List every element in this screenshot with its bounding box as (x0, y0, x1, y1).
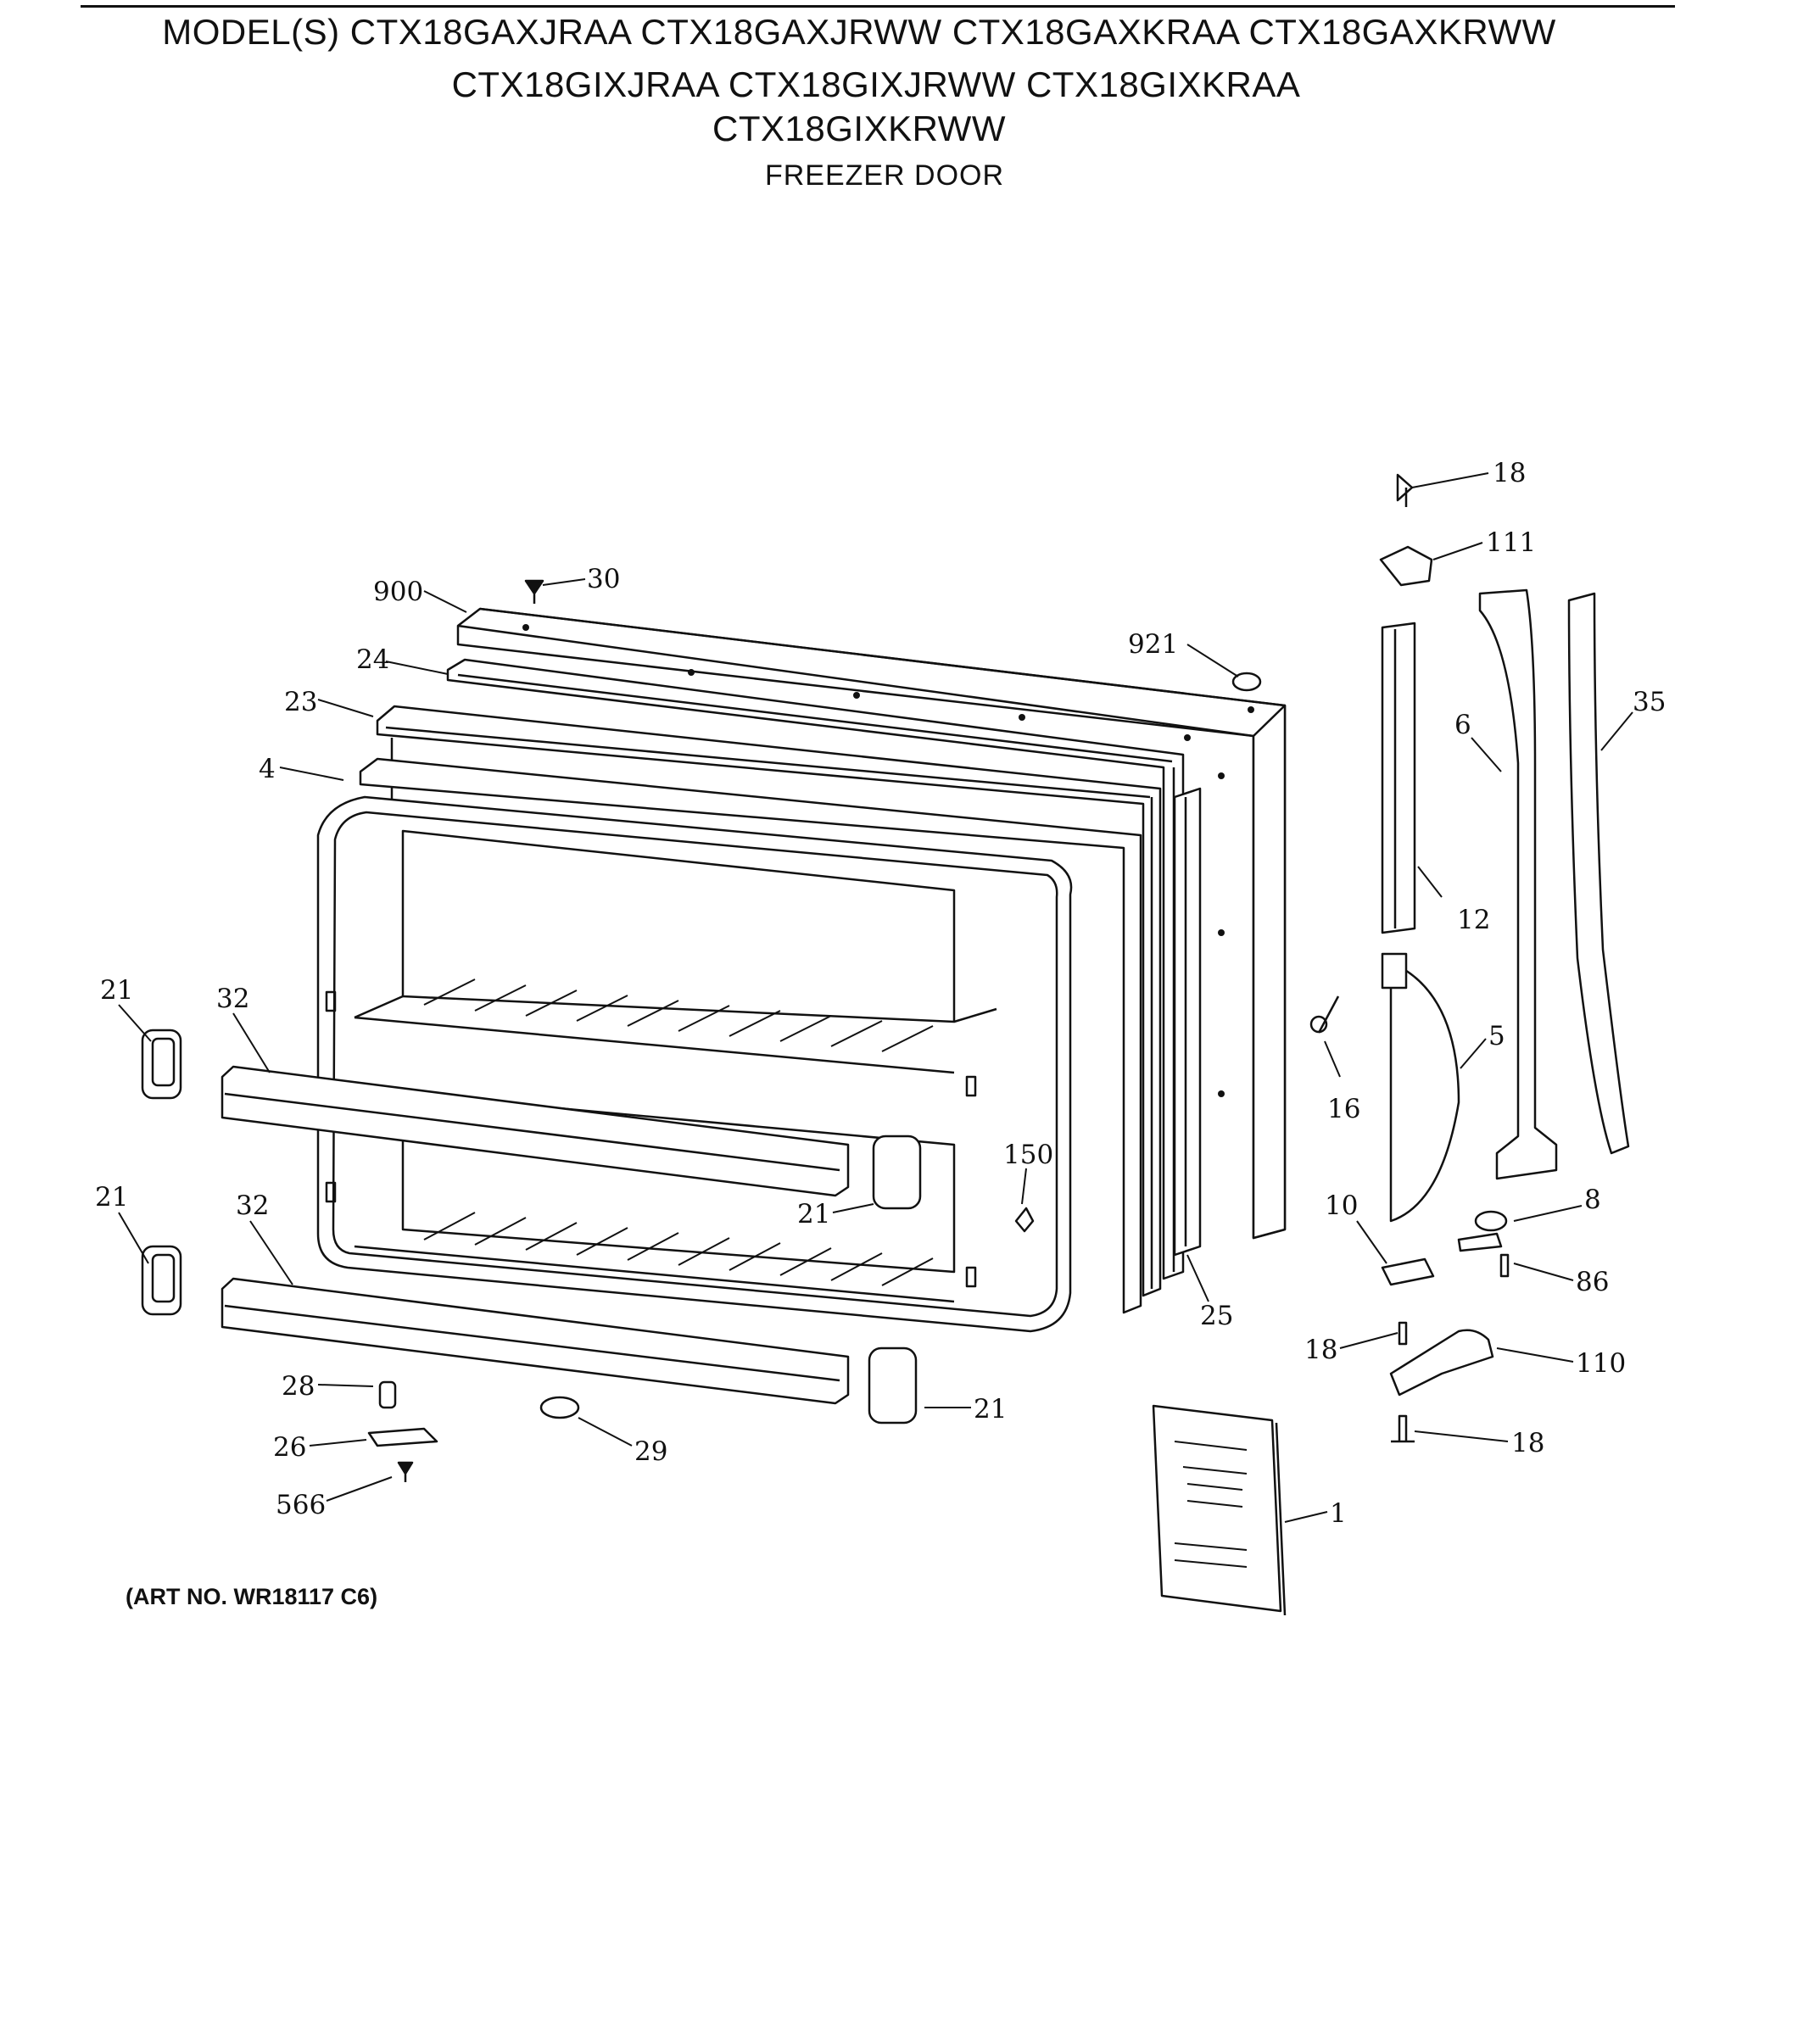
callout-1: 1 (1330, 1498, 1347, 1529)
callout-566: 566 (276, 1490, 326, 1520)
callout-5: 5 (1488, 1021, 1505, 1051)
callout-12: 12 (1457, 905, 1490, 935)
callout-18: 18 (1493, 458, 1526, 488)
model-list-line-2: CTX18GIXJRAA CTX18GIXJRWW CTX18GIXKRAA (451, 64, 1301, 104)
plug (1231, 672, 1262, 692)
callout-21: 21 (95, 1182, 128, 1213)
callout-28: 28 (282, 1371, 315, 1402)
callout-21: 21 (974, 1394, 1007, 1424)
callout-8: 8 (1584, 1185, 1601, 1215)
door-outer-panel (456, 607, 1287, 1240)
owners-manual (1152, 1404, 1287, 1616)
callout-6: 6 (1454, 710, 1471, 740)
side-gasket (1173, 787, 1202, 1257)
header-rule (81, 5, 1675, 8)
callout-35: 35 (1633, 687, 1666, 717)
callout-921: 921 (1128, 629, 1178, 660)
callout-labels: 18 111 30 900 921 24 23 4 6 35 12 21 32 … (95, 458, 1666, 1529)
callout-32: 32 (236, 1190, 269, 1221)
leader-lines (118, 472, 1633, 1523)
shelf-bar-upper (221, 1065, 850, 1197)
small-hardware (367, 473, 1433, 1482)
callout-24: 24 (356, 644, 389, 675)
callout-32: 32 (216, 984, 249, 1014)
callout-21: 21 (797, 1199, 830, 1229)
callout-150: 150 (1003, 1140, 1053, 1170)
callout-900: 900 (373, 577, 423, 607)
callout-18: 18 (1304, 1335, 1337, 1365)
callout-16: 16 (1327, 1094, 1360, 1124)
callout-29: 29 (634, 1436, 667, 1467)
door-handle (1567, 592, 1630, 1155)
hinge-strip (1381, 622, 1416, 934)
shelf-end-caps (141, 1029, 922, 1424)
callout-30: 30 (587, 564, 620, 594)
door-liner (316, 757, 1142, 1333)
art-number: (ART NO. WR18117 C6) (126, 1584, 378, 1609)
callout-18: 18 (1511, 1428, 1544, 1458)
callout-4: 4 (259, 754, 276, 784)
bottom-hinge-parts (1381, 1210, 1510, 1443)
callout-110: 110 (1576, 1348, 1626, 1379)
callout-25: 25 (1200, 1301, 1233, 1331)
callout-10: 10 (1325, 1190, 1358, 1221)
callout-21: 21 (100, 975, 133, 1006)
model-list-line-3: CTX18GIXKRWW (712, 109, 1006, 148)
shelf-bar-lower (221, 1277, 850, 1405)
model-list-line-1: MODEL(S) CTX18GAXJRAA CTX18GAXJRWW CTX18… (162, 12, 1556, 52)
handle-trim (1381, 952, 1460, 1223)
callout-23: 23 (284, 687, 317, 717)
section-title: FREEZER DOOR (764, 159, 1005, 192)
callout-86: 86 (1576, 1267, 1609, 1297)
callout-26: 26 (273, 1432, 306, 1463)
callout-111: 111 (1486, 527, 1536, 558)
handle-bracket (1478, 588, 1558, 1180)
